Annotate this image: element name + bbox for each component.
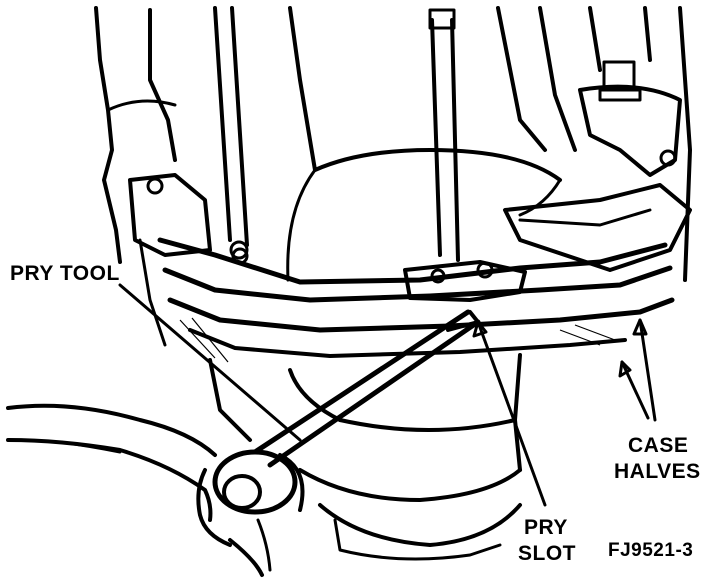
pry-tool	[212, 309, 481, 515]
pry-slot-label-line2: SLOT	[518, 542, 576, 565]
lower-case	[208, 353, 522, 561]
pry-slot-label-line1: PRY	[524, 516, 568, 539]
pry-tool-label: PRY TOOL	[10, 262, 120, 285]
figure-id-label: FJ9521-3	[608, 540, 693, 561]
case-halves-label-line1: CASE	[628, 434, 688, 457]
leader-lines	[118, 283, 657, 507]
hand-illustration	[6, 403, 272, 577]
upper-housing	[94, 6, 692, 347]
case-halves-label-line2: HALVES	[614, 460, 701, 483]
